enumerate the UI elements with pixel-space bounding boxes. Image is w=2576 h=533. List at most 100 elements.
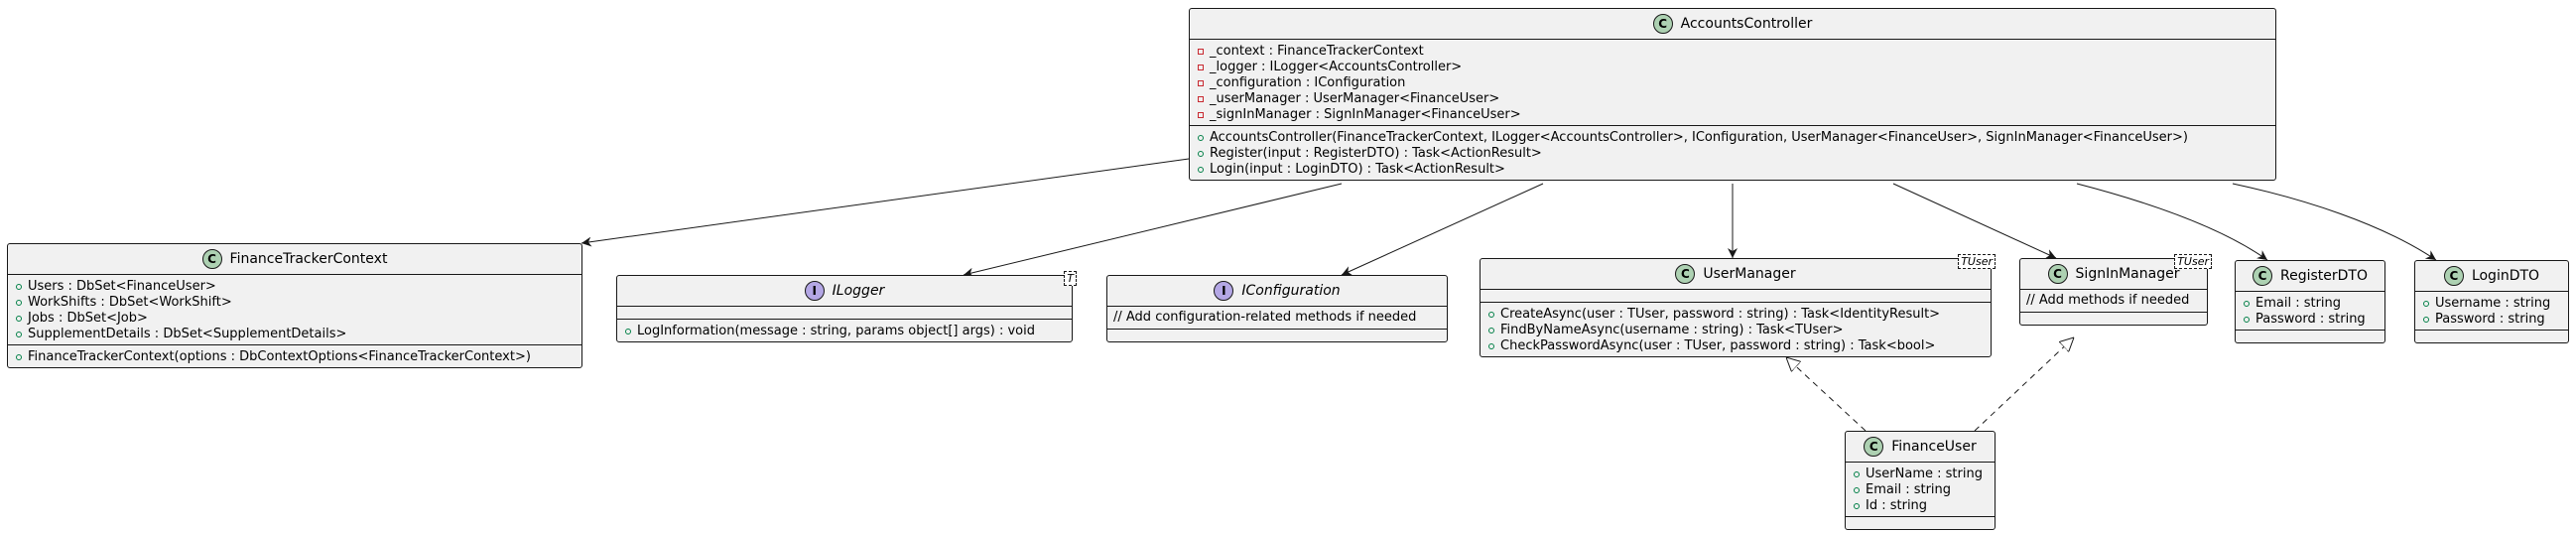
class-name: FinanceUser: [1891, 439, 1977, 455]
public-marker-icon: [1852, 466, 1862, 481]
public-marker-icon: [1486, 338, 1496, 353]
field-text: _logger : ILogger<AccountsController>: [1210, 59, 1463, 74]
class-header: C FinanceUser: [1846, 432, 1995, 462]
class-financeuser[interactable]: C FinanceUser UserName : string Email : …: [1845, 431, 1996, 530]
public-marker-icon: [623, 324, 633, 338]
fields-section: UserName : string Email : string Id : st…: [1846, 462, 1995, 516]
field-text: Password : string: [2255, 311, 2366, 327]
field-row: Password : string: [2242, 311, 2379, 327]
methods-section: LogInformation(message : string, params …: [617, 319, 1072, 341]
method-text: Login(input : LoginDTO) : Task<ActionRes…: [1210, 161, 1505, 177]
field-row: _userManager : UserManager<FinanceUser>: [1196, 90, 2269, 106]
method-text: AccountsController(FinanceTrackerContext…: [1210, 129, 2188, 145]
type-parameter: TUser: [1958, 254, 1996, 269]
method-row: FinanceTrackerContext(options : DbContex…: [14, 348, 576, 364]
field-text: _userManager : UserManager<FinanceUser>: [1210, 90, 1500, 106]
field-text: _signInManager : SignInManager<FinanceUs…: [1210, 106, 1521, 122]
field-text: Username : string: [2435, 295, 2551, 311]
body-section: // Add configuration-related methods if …: [1107, 306, 1447, 329]
empty-section: [2236, 330, 2384, 342]
edge-financeuser-realizes-signinmanager: [1974, 337, 2074, 432]
field-row: Username : string: [2421, 295, 2562, 311]
interface-ilogger[interactable]: I ILogger T LogInformation(message : str…: [616, 271, 1077, 342]
class-badge-icon: C: [1675, 264, 1696, 284]
method-row: CheckPasswordAsync(user : TUser, passwor…: [1486, 337, 1985, 353]
public-marker-icon: [14, 327, 24, 341]
fields-section: Users : DbSet<FinanceUser> WorkShifts : …: [8, 274, 581, 344]
class-financetrackercontext[interactable]: C FinanceTrackerContext Users : DbSet<Fi…: [7, 243, 582, 368]
type-parameter: TUser: [2174, 254, 2212, 269]
interface-badge-icon: I: [804, 281, 825, 301]
field-text: Jobs : DbSet<Job>: [28, 310, 148, 326]
field-row: Email : string: [1852, 481, 1989, 497]
field-text: WorkShifts : DbSet<WorkShift>: [28, 294, 232, 310]
edge-accounts-to-logindto: [2232, 183, 2437, 261]
class-logindto[interactable]: C LoginDTO Username : string Password : …: [2414, 260, 2569, 343]
public-marker-icon: [2421, 296, 2431, 311]
public-marker-icon: [14, 295, 24, 310]
empty-section: [2020, 312, 2207, 325]
class-header: C AccountsController: [1190, 9, 2275, 39]
private-marker-icon: [1196, 75, 1206, 90]
methods-section: CreateAsync(user : TUser, password : str…: [1481, 302, 1991, 356]
class-usermanager[interactable]: C UserManager TUser CreateAsync(user : T…: [1480, 254, 1996, 357]
edge-accounts-to-ilogger: [963, 183, 1343, 278]
methods-section: AccountsController(FinanceTrackerContext…: [1190, 125, 2275, 180]
field-text: Email : string: [1866, 481, 1952, 497]
public-marker-icon: [1196, 130, 1206, 145]
field-row: _configuration : IConfiguration: [1196, 74, 2269, 90]
class-registerdto[interactable]: C RegisterDTO Email : string Password : …: [2235, 260, 2385, 343]
method-text: Register(input : RegisterDTO) : Task<Act…: [1210, 145, 1542, 161]
comment-text: // Add methods if needed: [2026, 293, 2190, 308]
methods-section: FinanceTrackerContext(options : DbContex…: [8, 344, 581, 367]
method-text: FindByNameAsync(username : string) : Tas…: [1500, 322, 1844, 337]
public-marker-icon: [1852, 482, 1862, 497]
field-row: Jobs : DbSet<Job>: [14, 310, 576, 326]
class-accountscontroller[interactable]: C AccountsController _context : FinanceT…: [1189, 8, 2276, 181]
field-text: Users : DbSet<FinanceUser>: [28, 278, 216, 294]
private-marker-icon: [1196, 107, 1206, 122]
class-name: SignInManager: [2075, 266, 2180, 282]
field-text: _configuration : IConfiguration: [1210, 74, 1406, 90]
interface-iconfiguration[interactable]: I IConfiguration // Add configuration-re…: [1106, 275, 1448, 342]
field-text: _context : FinanceTrackerContext: [1210, 43, 1424, 59]
type-parameter: T: [1064, 271, 1077, 286]
class-header: C RegisterDTO: [2236, 261, 2384, 291]
fields-section: _context : FinanceTrackerContext _logger…: [1190, 39, 2275, 125]
field-text: Password : string: [2435, 311, 2545, 327]
class-header: C FinanceTrackerContext: [8, 244, 581, 274]
edge-accounts-to-context: [580, 158, 1190, 247]
method-text: FinanceTrackerContext(options : DbContex…: [28, 348, 531, 364]
field-row: _logger : ILogger<AccountsController>: [1196, 59, 2269, 74]
field-row: SupplementDetails : DbSet<SupplementDeta…: [14, 326, 576, 341]
class-signinmanager[interactable]: C SignInManager TUser // Add methods if …: [2019, 254, 2212, 326]
class-badge-icon: C: [1652, 14, 1673, 34]
interface-name: ILogger: [832, 283, 885, 299]
class-header: I IConfiguration: [1107, 276, 1447, 306]
method-text: LogInformation(message : string, params …: [637, 323, 1035, 338]
field-row: UserName : string: [1852, 466, 1989, 481]
interface-name: IConfiguration: [1241, 283, 1341, 299]
private-marker-icon: [1196, 44, 1206, 59]
field-row: WorkShifts : DbSet<WorkShift>: [14, 294, 576, 310]
class-name: AccountsController: [1680, 16, 1813, 32]
method-text: CheckPasswordAsync(user : TUser, passwor…: [1500, 337, 1936, 353]
class-name: FinanceTrackerContext: [229, 251, 388, 267]
method-row: FindByNameAsync(username : string) : Tas…: [1486, 322, 1985, 337]
field-row: Id : string: [1852, 497, 1989, 513]
field-text: UserName : string: [1866, 466, 1983, 481]
fields-section: [1481, 289, 1991, 302]
comment-text: // Add configuration-related methods if …: [1113, 310, 1417, 325]
empty-section: [1846, 516, 1995, 529]
method-text: CreateAsync(user : TUser, password : str…: [1500, 306, 1941, 322]
class-name: RegisterDTO: [2280, 268, 2368, 284]
class-badge-icon: C: [1864, 437, 1884, 457]
private-marker-icon: [1196, 60, 1206, 74]
edge-accounts-to-signinmanager: [1892, 183, 2057, 259]
class-header: C SignInManager TUser: [2020, 254, 2212, 289]
private-marker-icon: [1196, 91, 1206, 106]
field-row: Users : DbSet<FinanceUser>: [14, 278, 576, 294]
field-text: Email : string: [2255, 295, 2342, 311]
public-marker-icon: [14, 311, 24, 326]
method-row: LogInformation(message : string, params …: [623, 323, 1066, 338]
